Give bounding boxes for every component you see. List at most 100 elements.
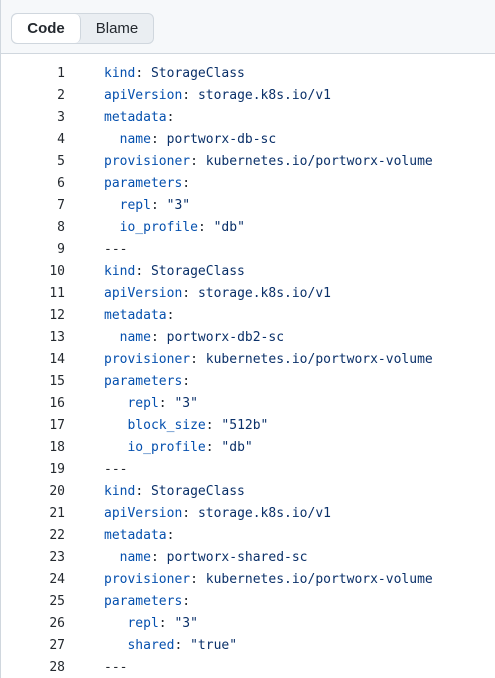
line-number[interactable]: 24 (49, 571, 65, 587)
yaml-value: storage.k8s.io/v1 (197, 285, 331, 301)
line-number[interactable]: 13 (49, 329, 65, 345)
yaml-key: metadata (104, 109, 167, 125)
line-number[interactable]: 28 (49, 659, 65, 675)
yaml-value: portworx-db2-sc (166, 329, 285, 345)
line-number[interactable]: 15 (49, 373, 65, 389)
line-number[interactable]: 3 (57, 109, 65, 125)
line-content: name: portworx-db-sc (65, 131, 277, 147)
yaml-key: parameters (104, 175, 183, 191)
tab-blame[interactable]: Blame (95, 20, 139, 37)
yaml-value: StorageClass (150, 263, 245, 279)
yaml-key: kind (104, 263, 136, 279)
code-line: 28 --- (1, 656, 495, 678)
yaml-key: shared (127, 637, 175, 653)
code-line: 21 apiVersion: storage.k8s.io/v1 (1, 502, 495, 524)
line-number[interactable]: 25 (49, 593, 65, 609)
line-number[interactable]: 21 (49, 505, 65, 521)
yaml-value: kubernetes.io/portworx-volume (205, 153, 433, 169)
line-number[interactable]: 27 (49, 637, 65, 653)
line-number[interactable]: 16 (49, 395, 65, 411)
yaml-value: "3" (174, 395, 198, 411)
line-number[interactable]: 26 (49, 615, 65, 631)
code-line: 2 apiVersion: storage.k8s.io/v1 (1, 84, 495, 106)
yaml-separator: : (190, 571, 206, 587)
line-content: io_profile: "db" (65, 440, 252, 455)
line-number[interactable]: 9 (57, 241, 65, 257)
line-content: parameters: (65, 594, 190, 609)
yaml-value: storage.k8s.io/v1 (197, 505, 331, 521)
yaml-key: repl (119, 197, 151, 213)
line-content: metadata: (65, 528, 174, 543)
code-line: 5 provisioner: kubernetes.io/portworx-vo… (1, 150, 495, 172)
line-number[interactable]: 18 (49, 439, 65, 455)
line-content: name: portworx-db2-sc (65, 330, 284, 345)
yaml-value: "3" (166, 197, 191, 213)
code-line: 18 io_profile: "db" (1, 436, 495, 458)
line-number[interactable]: 12 (49, 307, 65, 323)
yaml-value: --- (104, 659, 128, 675)
yaml-value: --- (104, 241, 128, 257)
yaml-separator: : (150, 131, 167, 147)
line-content: kind: StorageClass (65, 264, 245, 279)
line-number[interactable]: 10 (49, 263, 65, 279)
line-number[interactable]: 23 (49, 549, 65, 565)
code-line: 24 provisioner: kubernetes.io/portworx-v… (1, 568, 495, 590)
line-number[interactable]: 8 (57, 219, 65, 235)
yaml-key: kind (104, 483, 136, 499)
yaml-key: parameters (104, 593, 183, 609)
tab-code[interactable]: Code (12, 14, 81, 43)
code-line: 15 parameters: (1, 370, 495, 392)
line-number[interactable]: 1 (57, 65, 65, 81)
code-line: 16 repl: "3" (1, 392, 495, 414)
line-number[interactable]: 2 (57, 87, 65, 103)
line-content: --- (65, 660, 127, 675)
line-content: block_size: "512b" (65, 418, 268, 433)
line-number[interactable]: 17 (49, 417, 65, 433)
line-content: repl: "3" (65, 615, 198, 631)
line-content: provisioner: kubernetes.io/portworx-volu… (65, 572, 433, 587)
code-line: 7 repl: "3" (1, 194, 495, 216)
line-number[interactable]: 14 (49, 351, 65, 367)
line-number[interactable]: 11 (49, 285, 65, 301)
yaml-separator: : (182, 87, 198, 103)
code-listing: 1 kind: StorageClass 2 apiVersion: stora… (1, 62, 495, 678)
line-number[interactable]: 22 (49, 527, 65, 543)
line-number[interactable]: 19 (49, 461, 65, 477)
line-content: apiVersion: storage.k8s.io/v1 (65, 88, 331, 103)
yaml-key: metadata (104, 527, 167, 543)
line-content: --- (65, 242, 127, 257)
code-line: 23 name: portworx-shared-sc (1, 546, 495, 568)
line-content: metadata: (65, 110, 174, 125)
code-line: 13 name: portworx-db2-sc (1, 326, 495, 348)
view-mode-switch: Code Blame (11, 13, 154, 44)
yaml-separator: : (166, 307, 175, 323)
line-number[interactable]: 5 (57, 153, 65, 169)
yaml-separator: : (182, 175, 191, 191)
yaml-separator: : (135, 263, 151, 279)
line-number[interactable]: 20 (49, 483, 65, 499)
yaml-separator: : (135, 65, 151, 81)
yaml-value: kubernetes.io/portworx-volume (205, 351, 433, 367)
yaml-key: apiVersion (104, 505, 183, 521)
line-number[interactable]: 7 (57, 197, 65, 213)
yaml-key: apiVersion (104, 285, 183, 301)
yaml-value: kubernetes.io/portworx-volume (205, 571, 433, 587)
line-number[interactable]: 4 (57, 131, 65, 147)
line-content: repl: "3" (65, 395, 198, 411)
yaml-key: apiVersion (104, 87, 183, 103)
line-content: metadata: (65, 308, 174, 323)
file-toolbar: Code Blame (1, 0, 495, 54)
yaml-key: repl (127, 395, 159, 411)
line-content: apiVersion: storage.k8s.io/v1 (65, 506, 331, 521)
code-line: 20 kind: StorageClass (1, 480, 495, 502)
yaml-key: provisioner (104, 153, 191, 169)
code-line: 10 kind: StorageClass (1, 260, 495, 282)
line-number[interactable]: 6 (57, 175, 65, 191)
code-line: 22 metadata: (1, 524, 495, 546)
yaml-key: metadata (104, 307, 167, 323)
line-content: repl: "3" (65, 198, 190, 213)
yaml-separator: : (135, 483, 151, 499)
yaml-value: "3" (174, 615, 198, 631)
yaml-key: provisioner (104, 571, 191, 587)
yaml-separator: : (150, 549, 167, 565)
